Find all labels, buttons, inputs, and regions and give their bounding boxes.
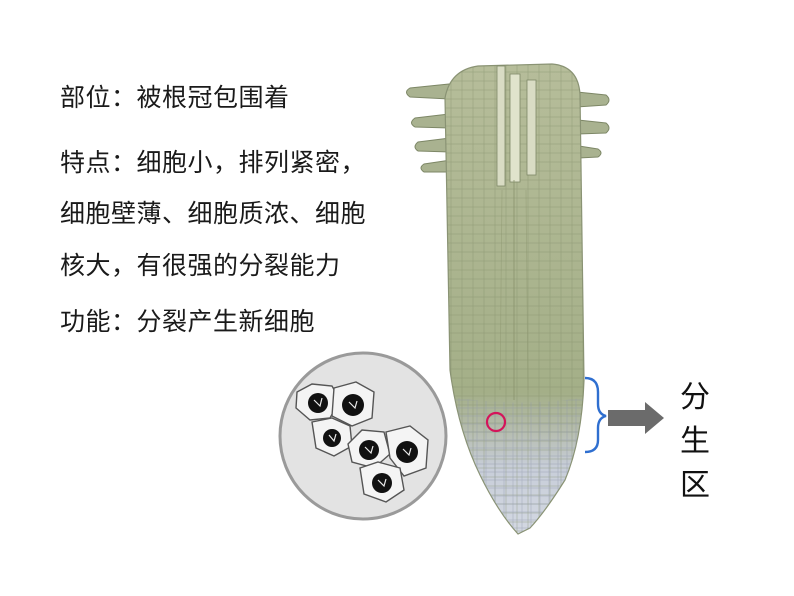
root-hairs-right [577, 92, 609, 158]
zone-label-char-2: 生 [680, 416, 710, 460]
zone-label-char-1: 分 [680, 372, 710, 416]
zone-brace [585, 378, 606, 452]
magnified-cells-inset [280, 353, 446, 519]
root-hairs-left [407, 84, 452, 172]
zone-arrow [608, 402, 664, 434]
zone-label-char-3: 区 [680, 460, 710, 504]
root-tip [440, 60, 590, 545]
